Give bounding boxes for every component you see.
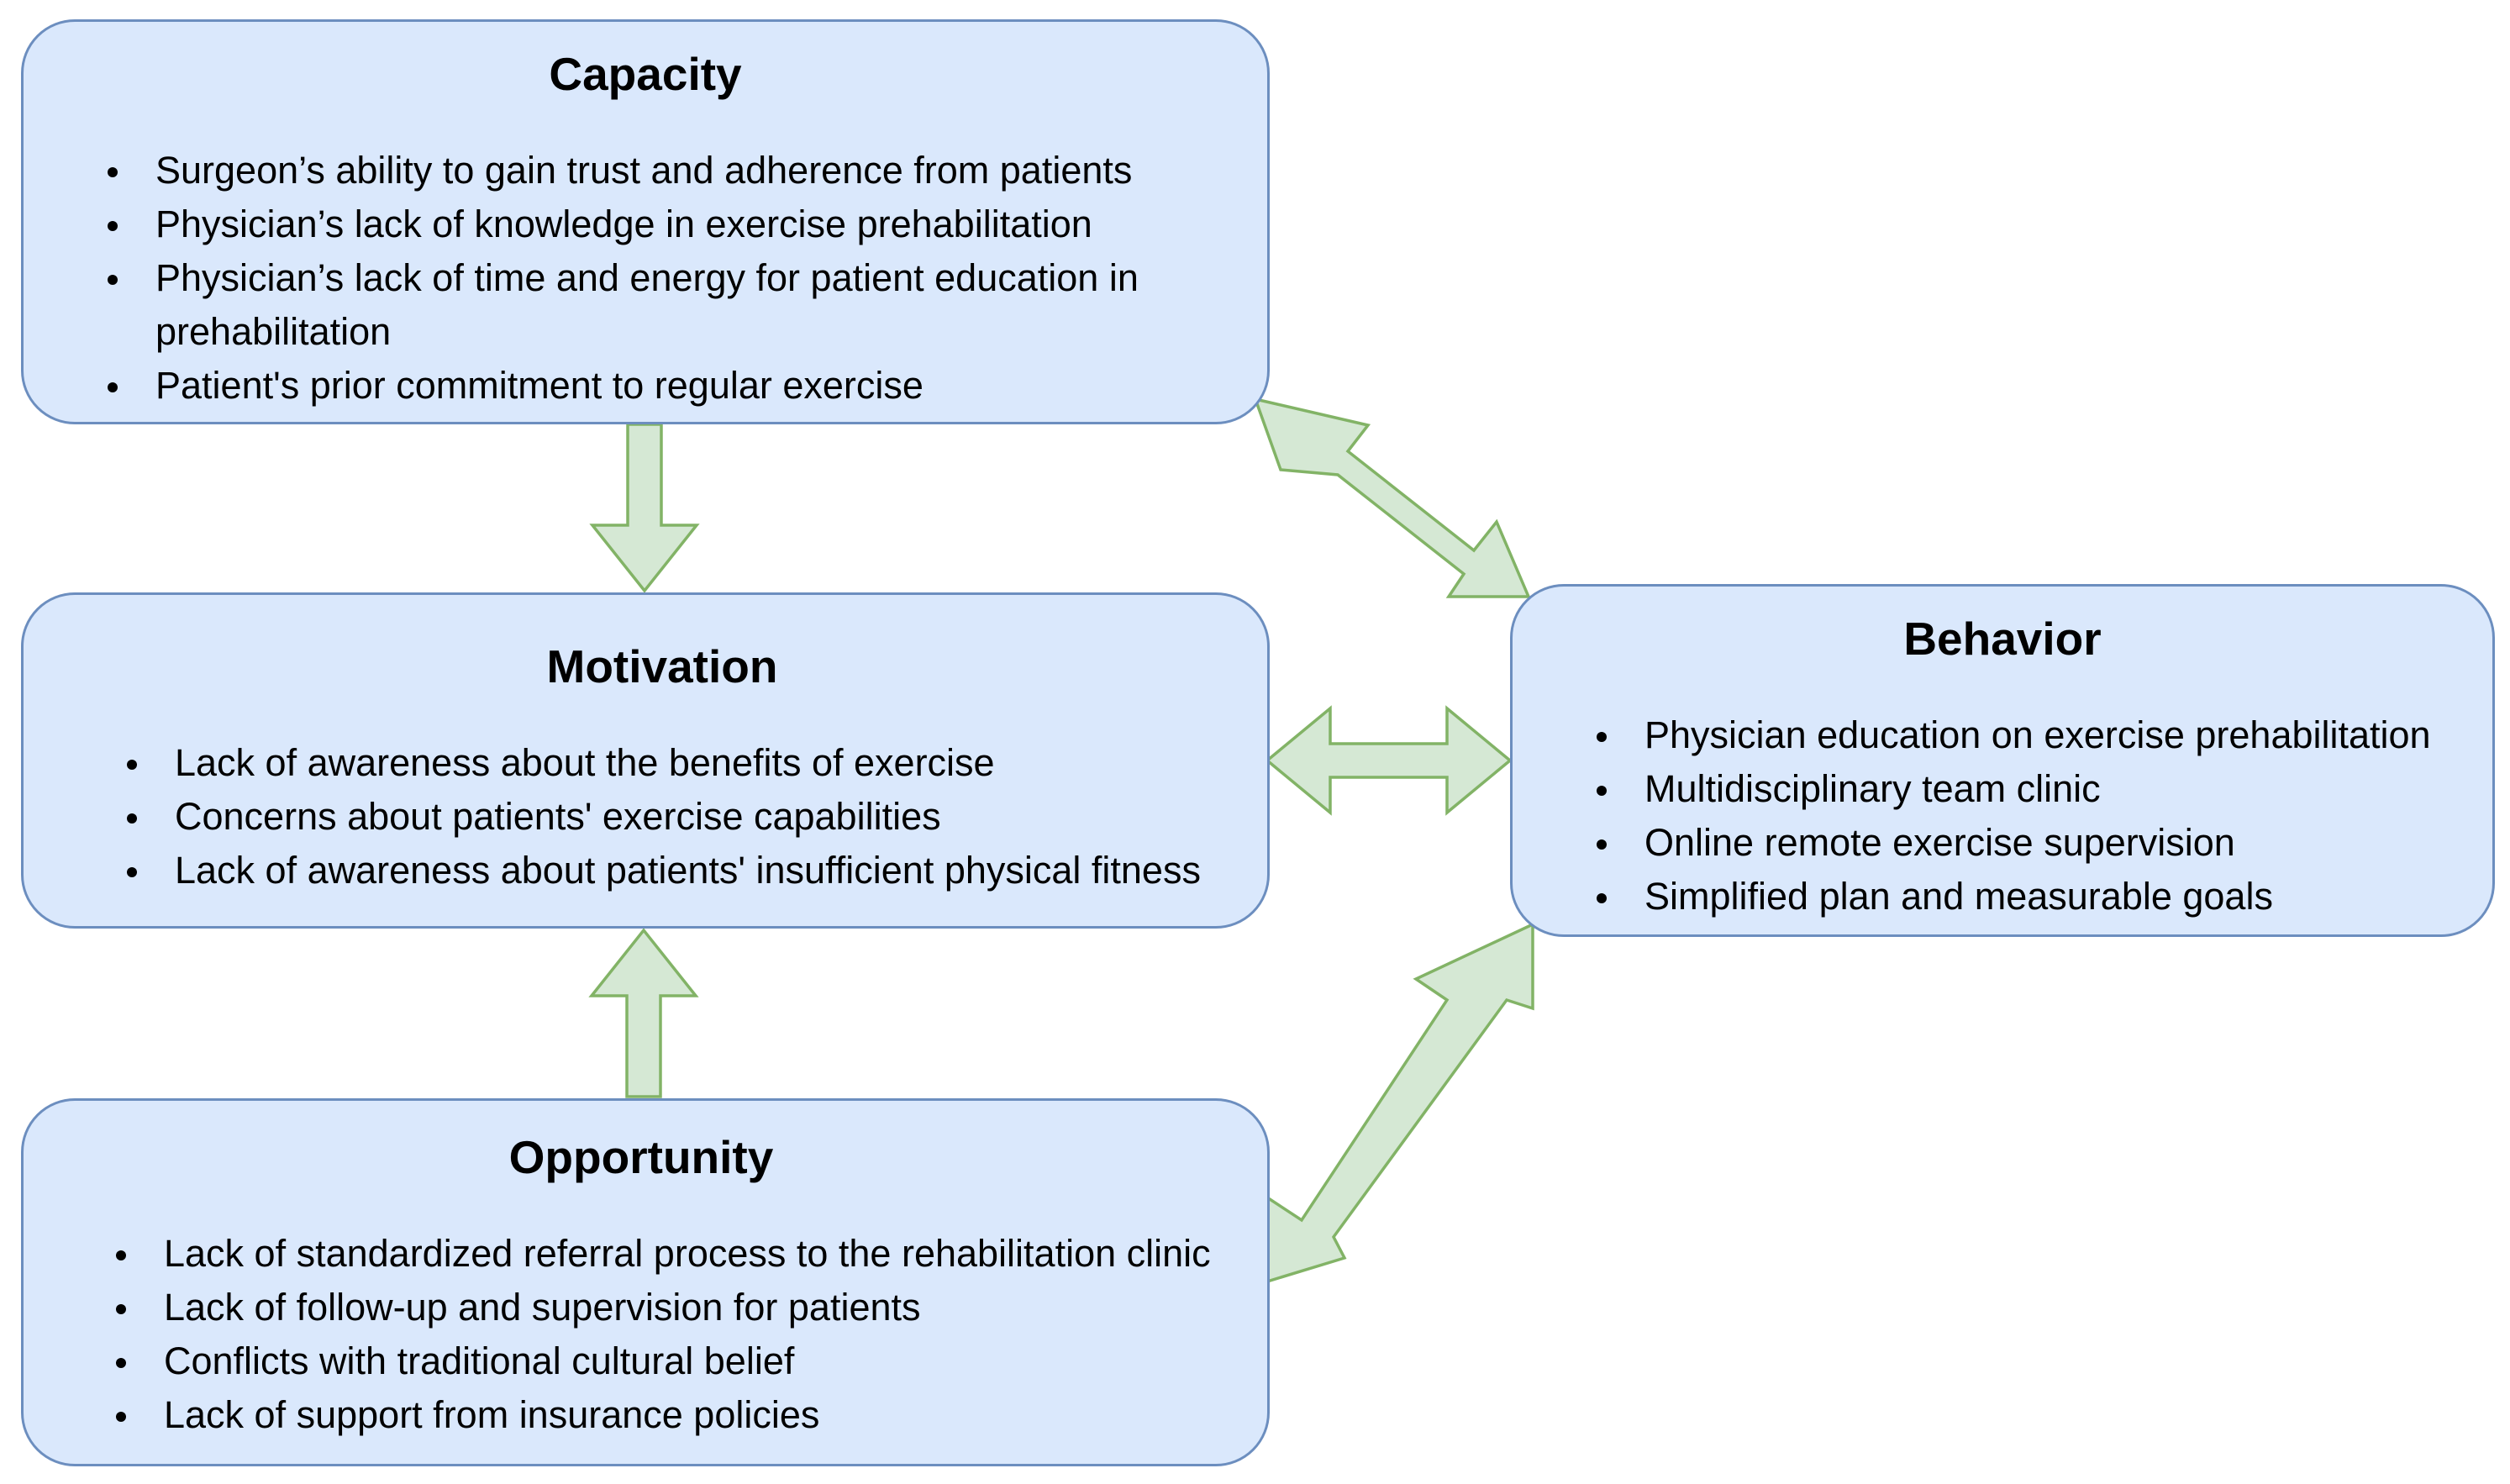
behavior-list: Physician education on exercise prehabil… — [1597, 708, 2431, 924]
capacity-box: Capacity Surgeon’s ability to gain trust… — [21, 19, 1270, 424]
motivation-item: Lack of awareness about the benefits of … — [127, 736, 1201, 790]
arrow-opportunity-behavior — [1266, 922, 1534, 1284]
opportunity-item: Lack of support from insurance policies — [116, 1388, 1211, 1442]
motivation-title: Motivation — [546, 640, 778, 692]
behavior-item: Multidisciplinary team clinic — [1597, 762, 2431, 816]
capacity-title: Capacity — [549, 48, 742, 100]
behavior-title: Behavior — [1903, 613, 2102, 665]
arrow-motivation-behavior — [1265, 705, 1513, 816]
opportunity-box: Opportunity Lack of standardized referra… — [21, 1098, 1270, 1466]
opportunity-item: Lack of standardized referral process to… — [116, 1227, 1211, 1281]
arrow-capacity-to-motivation — [589, 423, 700, 593]
capacity-list: Surgeon’s ability to gain trust and adhe… — [108, 144, 1234, 413]
opportunity-list: Lack of standardized referral process to… — [116, 1227, 1211, 1442]
behavior-item: Physician education on exercise prehabil… — [1597, 708, 2431, 762]
behavior-item: Online remote exercise supervision — [1597, 816, 2431, 870]
motivation-item: Concerns about patients' exercise capabi… — [127, 790, 1201, 844]
arrow-opportunity-to-motivation — [588, 928, 699, 1098]
capacity-item: Physician’s lack of time and energy for … — [108, 251, 1234, 359]
capacity-item: Surgeon’s ability to gain trust and adhe… — [108, 144, 1234, 197]
opportunity-item: Conflicts with traditional cultural beli… — [116, 1334, 1211, 1388]
motivation-list: Lack of awareness about the benefits of … — [127, 736, 1201, 897]
opportunity-title: Opportunity — [508, 1131, 774, 1183]
motivation-item: Lack of awareness about patients' insuff… — [127, 844, 1201, 897]
arrow-capacity-behavior — [1253, 397, 1531, 598]
behavior-item: Simplified plan and measurable goals — [1597, 870, 2431, 924]
capacity-item: Patient's prior commitment to regular ex… — [108, 359, 1234, 413]
opportunity-item: Lack of follow-up and supervision for pa… — [116, 1281, 1211, 1334]
capacity-item: Physician’s lack of knowledge in exercis… — [108, 197, 1234, 251]
motivation-box: Motivation Lack of awareness about the b… — [21, 592, 1270, 929]
behavior-box: Behavior Physician education on exercise… — [1510, 584, 2495, 937]
